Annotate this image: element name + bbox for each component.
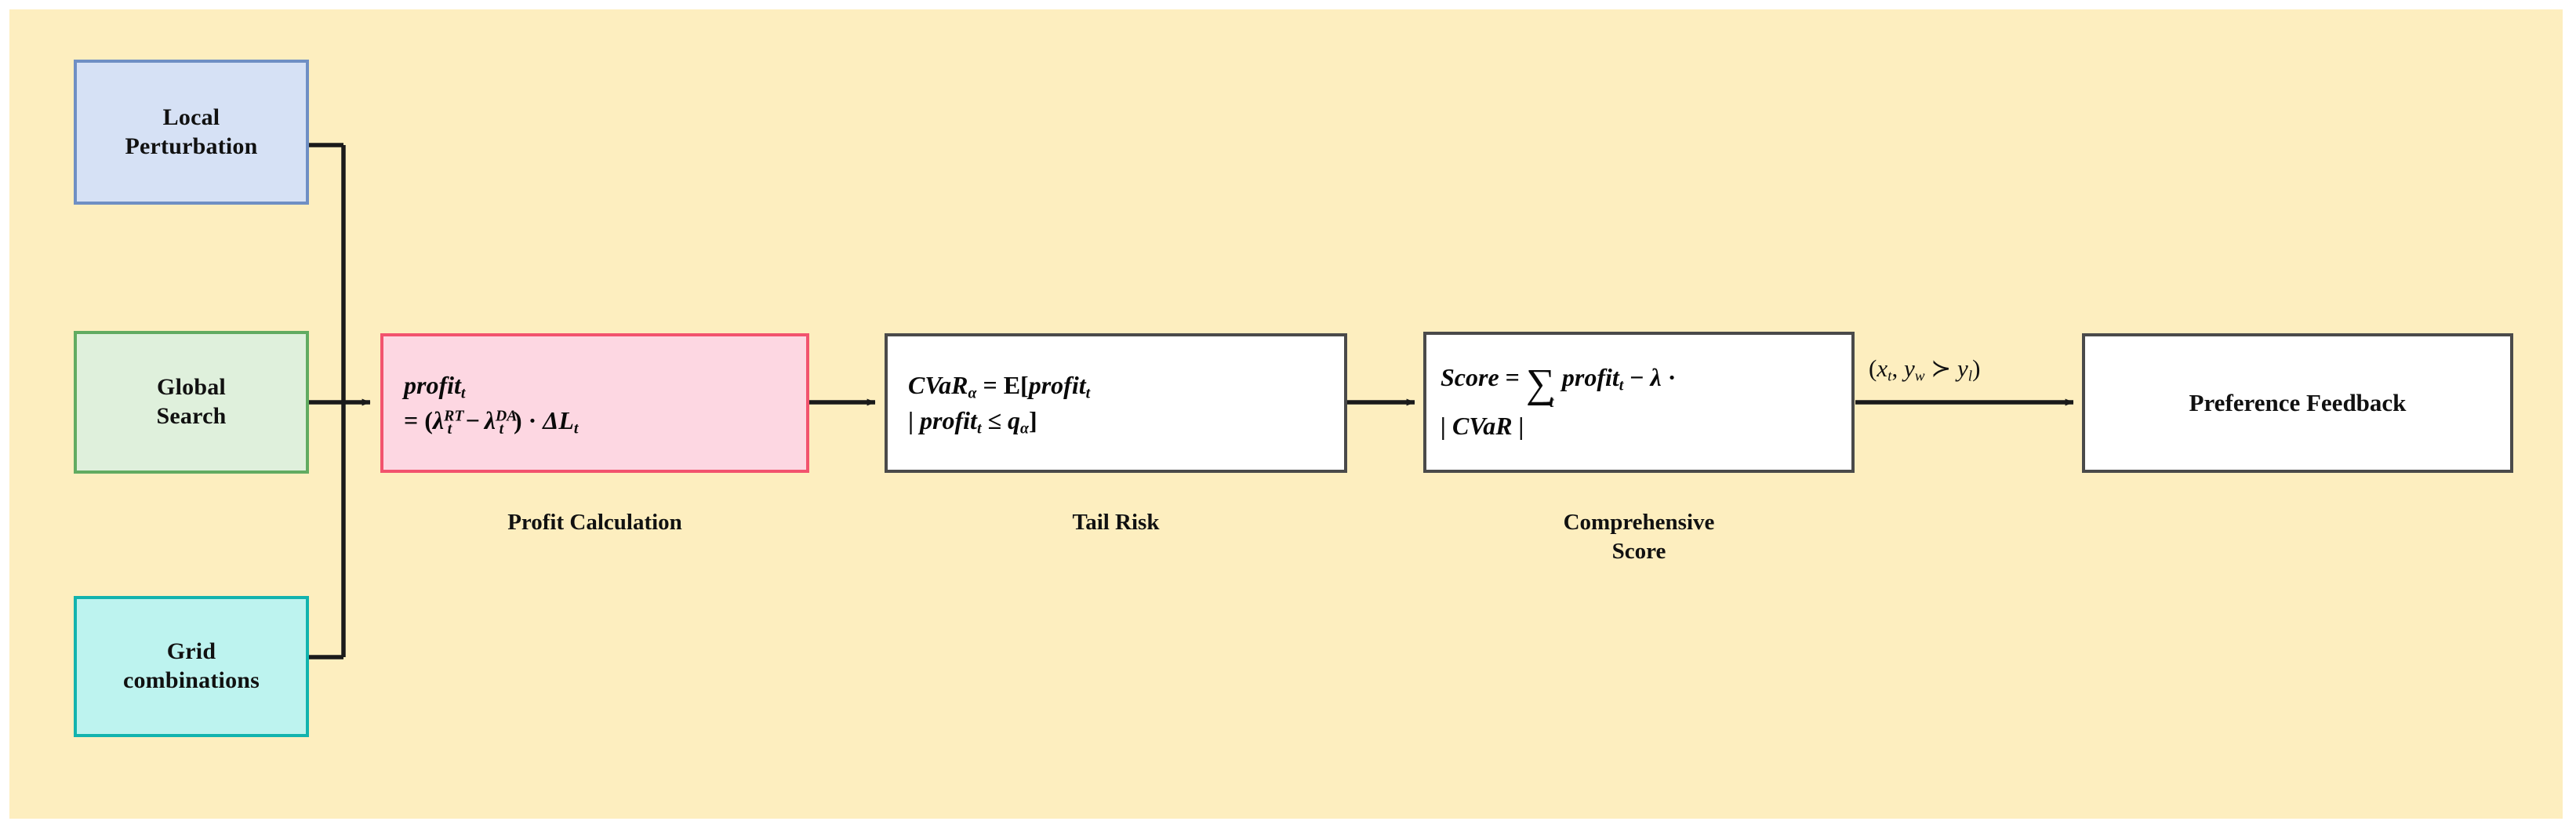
node-global-search[interactable]: Global Search — [74, 331, 309, 474]
formula-score-term: profit — [1561, 363, 1619, 392]
formula-profit-minus: − — [465, 406, 480, 434]
formula-score-sigma-sub: t — [1549, 394, 1554, 412]
edge-label-yl: y — [1957, 354, 1968, 382]
node-profit-calculation[interactable]: profitt = (λRTt−λDAt) · ΔLt — [380, 333, 809, 473]
formula-cvar-eq: = E[ — [976, 370, 1029, 399]
edge-label-yw: y — [1903, 354, 1915, 382]
formula-score-term-sub: t — [1619, 376, 1624, 394]
caption-comprehensive-score: Comprehensive Score — [1423, 508, 1855, 566]
node-grid-combinations[interactable]: Grid combinations — [74, 596, 309, 737]
caption-comprehensive-score-line2: Score — [1611, 539, 1666, 565]
formula-score-lambda: λ — [1650, 363, 1662, 392]
caption-profit-calculation-text: Profit Calculation — [507, 510, 682, 535]
formula-score-sigma-group: ∑t — [1526, 362, 1562, 411]
formula-profit: profitt = (λRTt−λDAt) · ΔLt — [383, 368, 806, 439]
formula-profit-lambda-rt-sub: t — [447, 420, 452, 438]
formula-profit-lambda-rt: λ — [432, 406, 445, 434]
formula-profit-lambda-da-sup: DA — [495, 407, 518, 425]
formula-score-line2: | CVaR | — [1441, 409, 1837, 444]
formula-profit-lambda-da: λ — [484, 406, 496, 434]
formula-score-abs: | CVaR | — [1441, 412, 1524, 441]
caption-profit-calculation: Profit Calculation — [380, 508, 809, 537]
formula-profit-lhs-sub: t — [460, 384, 466, 402]
formula-cvar-lhs: CVaR — [908, 370, 968, 399]
node-grid-combinations-label: Grid combinations — [123, 638, 260, 695]
formula-cvar-arg1-sub: t — [1085, 384, 1091, 402]
formula-cvar-q-sub: α — [1020, 420, 1029, 438]
edge-label-close-paren: ) — [1972, 354, 1981, 382]
caption-comprehensive-score-line1: Comprehensive — [1563, 510, 1715, 535]
formula-cvar-le: ≤ — [981, 406, 1008, 434]
formula-cvar-close: ] — [1029, 406, 1037, 434]
formula-cvar-arg2: profit — [920, 406, 977, 434]
node-preference-feedback-label: Preference Feedback — [2189, 388, 2407, 418]
formula-cvar-bar: | — [908, 406, 921, 434]
formula-profit-close: ) · — [513, 406, 543, 434]
formula-profit-lhs: profit — [404, 370, 461, 399]
formula-profit-lambda-da-sub: t — [499, 420, 504, 438]
node-grid-combinations-line1: Grid — [166, 638, 216, 665]
node-local-perturbation-line1: Local — [162, 104, 220, 130]
node-preference-feedback[interactable]: Preference Feedback — [2082, 333, 2513, 473]
node-local-perturbation-label: Local Perturbation — [125, 104, 257, 161]
formula-profit-lambda-rt-sup: RT — [444, 407, 464, 425]
formula-score-minus: − — [1623, 363, 1651, 392]
edge-label-yw-sub: w — [1914, 368, 1925, 385]
caption-tail-risk: Tail Risk — [885, 508, 1347, 537]
formula-profit-line1: profitt — [404, 368, 786, 403]
formula-profit-eq: = ( — [404, 406, 433, 434]
edge-label-preference-pair: (xt, yw ≻ yl) — [1869, 354, 1980, 383]
edge-label-succeeds-icon: ≻ — [1924, 354, 1957, 382]
edge-label-yl-sub: l — [1967, 368, 1973, 385]
formula-cvar: CVaRα = E[profitt | profitt ≤ qα] — [888, 368, 1344, 439]
node-tail-risk[interactable]: CVaRα = E[profitt | profitt ≤ qα] — [885, 333, 1347, 473]
formula-cvar-line1: CVaRα = E[profitt — [908, 368, 1324, 403]
node-global-search-line2: Search — [156, 403, 227, 429]
edge-label-x-sub: t — [1887, 368, 1892, 385]
node-local-perturbation-line2: Perturbation — [125, 133, 258, 159]
formula-score-lhs: Score — [1441, 363, 1499, 392]
edge-label-x: x — [1877, 354, 1888, 382]
formula-cvar-line2: | profitt ≤ qα] — [908, 403, 1324, 438]
formula-cvar-arg2-sub: t — [976, 420, 982, 438]
formula-cvar-lhs-sub: α — [968, 384, 977, 402]
formula-score-dot: · — [1661, 363, 1677, 392]
edge-label-comma: , — [1891, 354, 1904, 382]
node-global-search-label: Global Search — [157, 373, 227, 431]
formula-profit-line2: = (λRTt−λDAt) · ΔLt — [404, 403, 786, 438]
formula-profit-delta-sub: t — [573, 420, 579, 438]
node-preference-feedback-text: Preference Feedback — [2189, 389, 2407, 417]
caption-tail-risk-text: Tail Risk — [1072, 510, 1160, 535]
node-local-perturbation[interactable]: Local Perturbation — [74, 60, 309, 205]
edge-label-open-paren: ( — [1869, 354, 1877, 382]
formula-cvar-arg1: profit — [1028, 370, 1086, 399]
node-grid-combinations-line2: combinations — [122, 667, 260, 693]
formula-profit-delta: ΔL — [543, 406, 574, 434]
formula-cvar-q: q — [1008, 406, 1021, 434]
node-global-search-line1: Global — [157, 374, 226, 401]
formula-score-eq: = — [1499, 363, 1526, 392]
